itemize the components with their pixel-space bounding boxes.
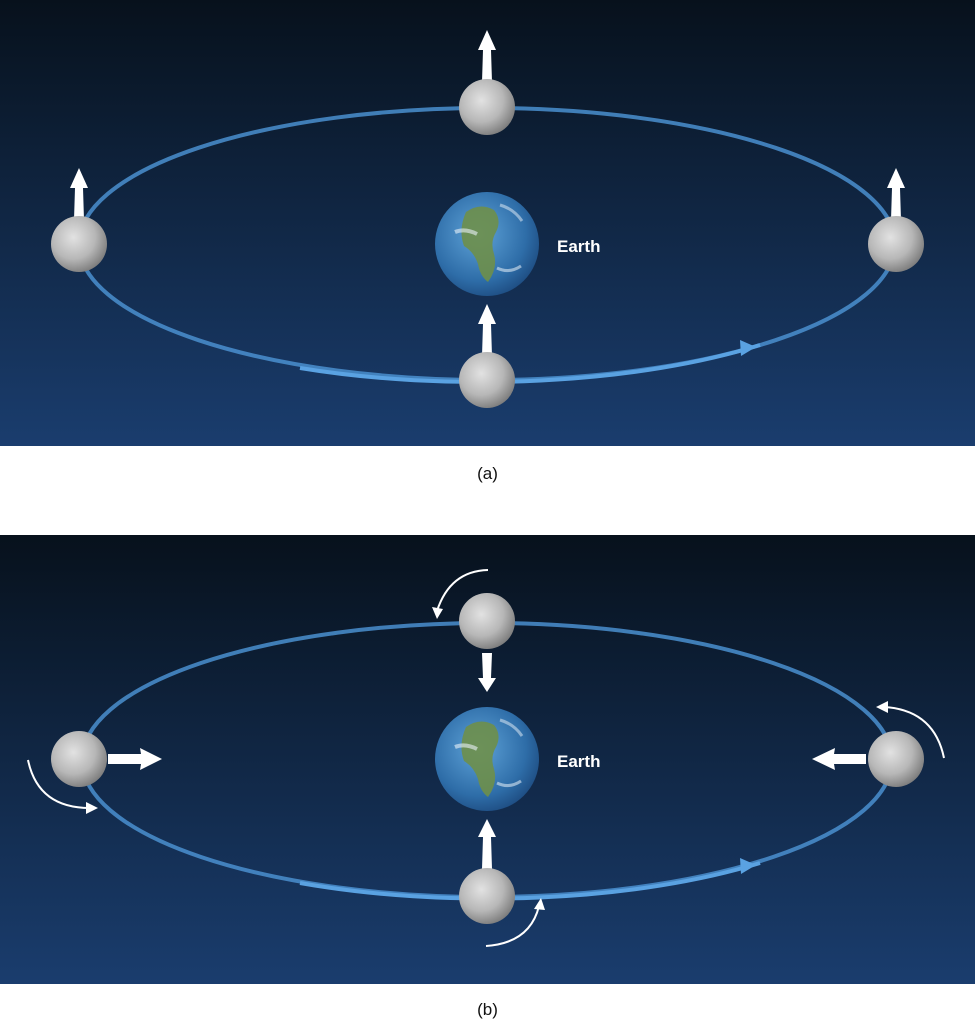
curved-arrow-icon xyxy=(27,759,91,809)
arrow-icon xyxy=(478,819,496,869)
moon-icon xyxy=(459,79,515,135)
moon-left xyxy=(51,168,107,272)
moon-bottom xyxy=(459,304,515,408)
arrow-icon xyxy=(478,304,496,356)
moon-icon xyxy=(51,731,107,787)
arrow-icon xyxy=(887,168,905,220)
moon-left xyxy=(27,731,162,814)
moon-icon xyxy=(459,868,515,924)
earth-label: Earth xyxy=(557,237,600,256)
moon-icon xyxy=(868,216,924,272)
panel-a-diagram: Earth xyxy=(0,0,975,446)
curved-arrow-icon xyxy=(485,905,540,947)
caption-b: (b) xyxy=(477,1000,498,1019)
moon-bottom xyxy=(459,819,545,947)
panel-b-orbit-highlight xyxy=(299,861,761,901)
arrow-icon xyxy=(70,168,88,220)
panel-b-synchronous-rotation: Earth xyxy=(0,535,975,984)
curved-arrowhead xyxy=(86,802,98,814)
moon-icon xyxy=(459,593,515,649)
moon-top xyxy=(459,30,515,135)
curved-arrowhead xyxy=(432,607,443,619)
curved-arrowhead xyxy=(876,701,888,713)
caption-a: (a) xyxy=(477,464,498,483)
earth-icon xyxy=(435,707,539,811)
panel-a-no-rotation: Earth xyxy=(0,0,975,446)
moon-icon xyxy=(868,731,924,787)
arrow-icon xyxy=(812,748,866,770)
curved-arrowhead xyxy=(534,898,545,910)
panel-b-diagram: Earth xyxy=(0,535,975,984)
arrow-icon xyxy=(108,748,162,770)
arrow-icon xyxy=(478,30,496,82)
panel-a-orbit-highlight xyxy=(299,343,761,384)
moon-right xyxy=(812,701,945,787)
moon-icon xyxy=(51,216,107,272)
moon-icon xyxy=(459,352,515,408)
orbit-direction-arrowhead xyxy=(740,858,756,874)
moon-top xyxy=(432,569,515,692)
earth-icon xyxy=(435,192,539,296)
earth-label: Earth xyxy=(557,752,600,771)
orbit-direction-arrowhead xyxy=(740,340,756,356)
curved-arrow-icon xyxy=(436,569,489,612)
arrow-icon xyxy=(478,653,496,692)
curved-arrow-icon xyxy=(883,706,945,759)
moon-right xyxy=(868,168,924,272)
